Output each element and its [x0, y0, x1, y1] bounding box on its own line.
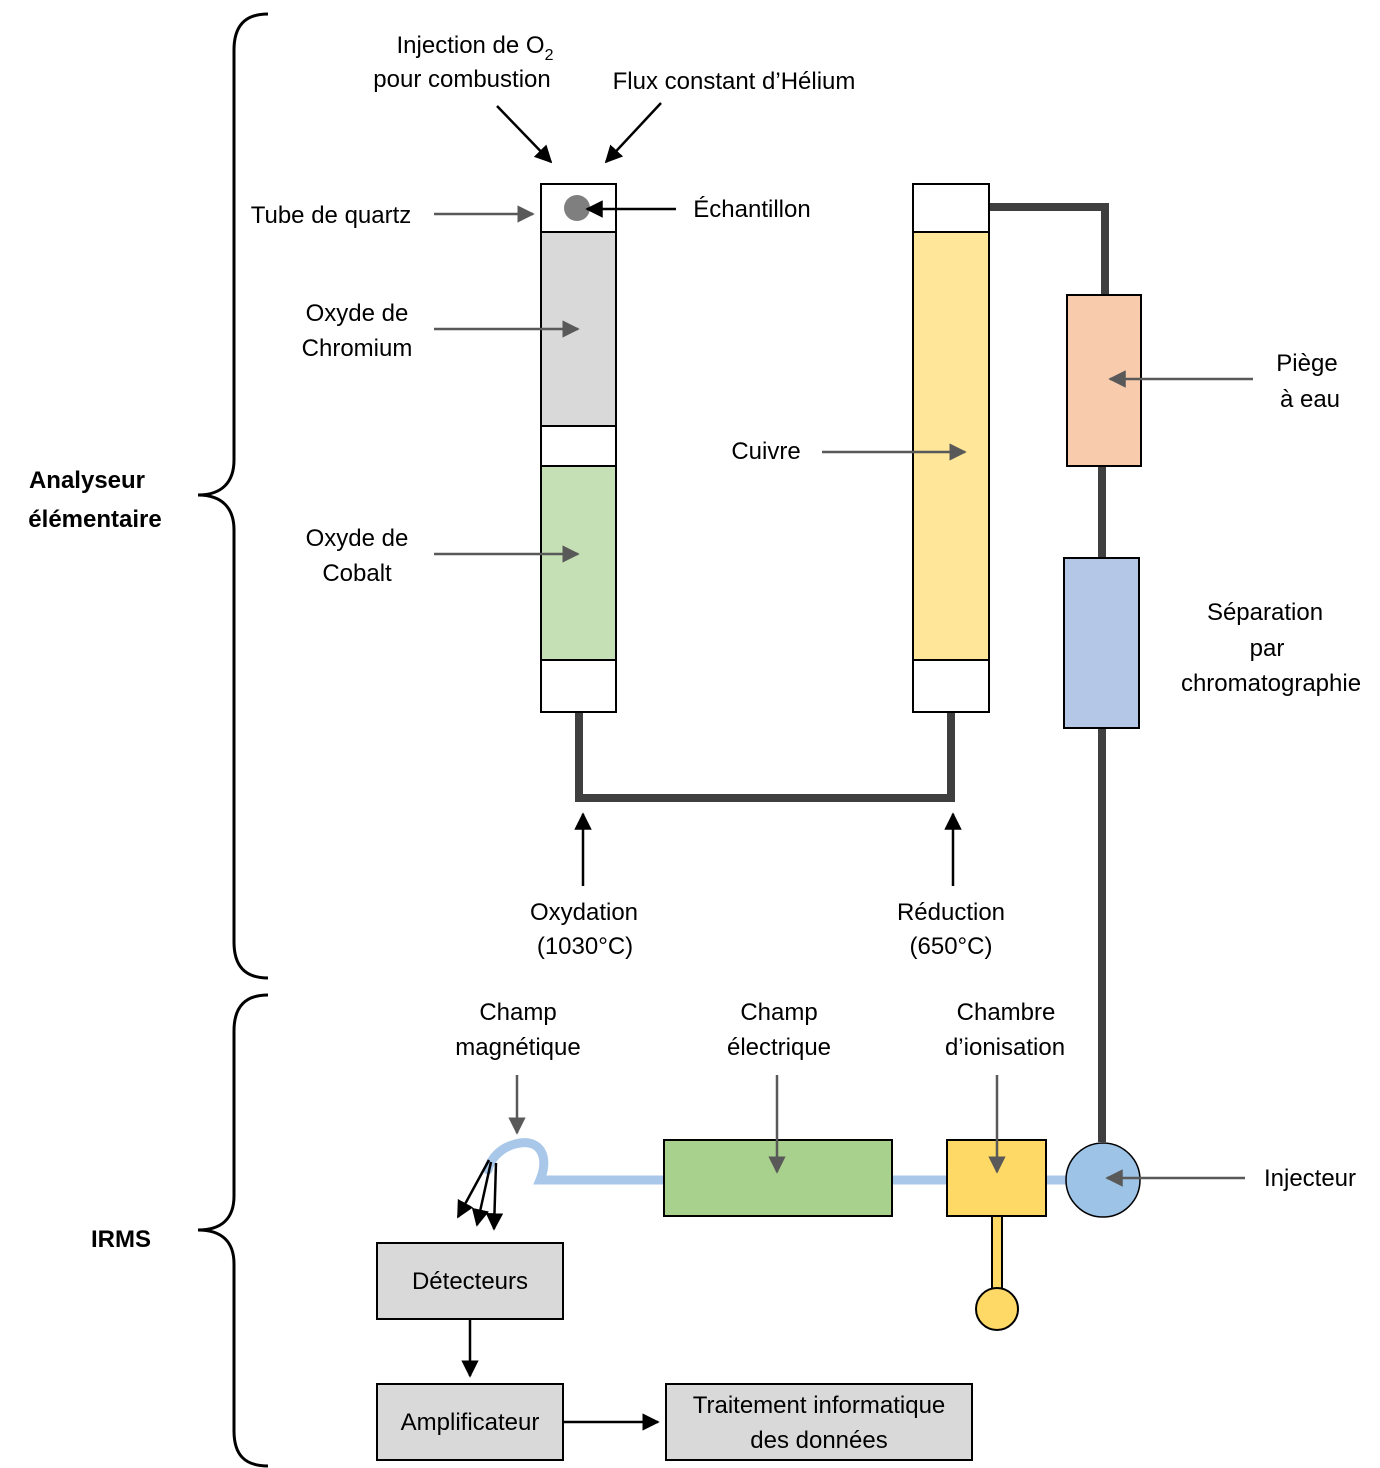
cobalt-label-line2: Cobalt — [322, 560, 392, 587]
helium-arrow — [604, 102, 662, 164]
injecteur-label: Injecteur — [1264, 1165, 1356, 1192]
right-tube-bottom-cap — [912, 659, 990, 713]
magnetic-label-line1: Champ — [479, 999, 556, 1026]
oxydation-label-line2: (1030°C) — [537, 933, 633, 960]
ion-beam-tube — [483, 1138, 1075, 1185]
chromium-label-line1: Oxyde de — [306, 300, 409, 327]
traitement-label-line2: des données — [750, 1427, 887, 1454]
magnetic-label-line2: magnétique — [455, 1034, 580, 1061]
ionisation-filament — [975, 1287, 1019, 1331]
cuivre-label: Cuivre — [731, 438, 800, 465]
injection-label-line2: pour combustion — [373, 66, 550, 93]
cobalt-label-line1: Oxyde de — [306, 525, 409, 552]
echantillon-label: Échantillon — [693, 196, 810, 223]
pipe-reduction-to-trap — [989, 203, 1109, 295]
traitement-box — [665, 1383, 973, 1461]
left-tube-middle-gap — [540, 425, 617, 467]
water-trap-box — [1066, 294, 1142, 467]
reduction-label-line2: (650°C) — [910, 933, 993, 960]
ion-arrow-1 — [456, 1159, 491, 1219]
ion-arrow-3 — [485, 1162, 504, 1231]
electric-label-line2: électrique — [727, 1034, 831, 1061]
injection-arrow — [496, 105, 553, 164]
detecteurs-box — [376, 1242, 564, 1320]
ion-arrow-2 — [471, 1161, 493, 1227]
amplificateur-box — [376, 1383, 564, 1461]
amplificateur-label: Amplificateur — [401, 1409, 540, 1436]
brace-label-irms: IRMS — [91, 1226, 151, 1253]
separation-label-line1: Séparation — [1207, 599, 1323, 626]
chromium-label-line2: Chromium — [302, 335, 413, 362]
piege-label-line1: Piège — [1276, 350, 1337, 377]
reduction-label-line1: Réduction — [897, 899, 1005, 926]
separation-label-line2: par — [1250, 635, 1285, 662]
oxydation-label-line1: Oxydation — [530, 899, 638, 926]
ionisation-label-line1: Chambre — [957, 999, 1056, 1026]
helium-label: Flux constant d’Hélium — [613, 68, 856, 95]
chromatography-box — [1063, 557, 1140, 729]
brace-label-analyseur-2: élémentaire — [28, 506, 161, 533]
injection-label-line1: Injection de O2 — [397, 32, 554, 64]
cuivre-section — [912, 231, 990, 661]
brace-irms — [197, 993, 269, 1468]
traitement-label-line1: Traitement informatique — [693, 1392, 946, 1419]
detecteurs-label: Détecteurs — [412, 1268, 528, 1295]
injector-circle — [1065, 1142, 1141, 1218]
separation-label-line3: chromatographie — [1181, 670, 1361, 697]
piege-label-line2: à eau — [1280, 386, 1340, 413]
brace-label-analyseur-1: Analyseur — [29, 467, 145, 494]
right-tube-top-cap — [912, 183, 990, 233]
sample-dot — [564, 195, 590, 221]
ionisation-stem — [991, 1215, 1003, 1293]
left-tube-bottom-cap — [540, 659, 617, 713]
tube-quartz-label: Tube de quartz — [251, 202, 412, 229]
electric-label-line1: Champ — [740, 999, 817, 1026]
brace-analyseur — [197, 12, 269, 980]
pipe-oxydation-reduction — [575, 712, 955, 802]
cobalt-section — [540, 465, 617, 661]
ionisation-label-line2: d’ionisation — [945, 1034, 1065, 1061]
